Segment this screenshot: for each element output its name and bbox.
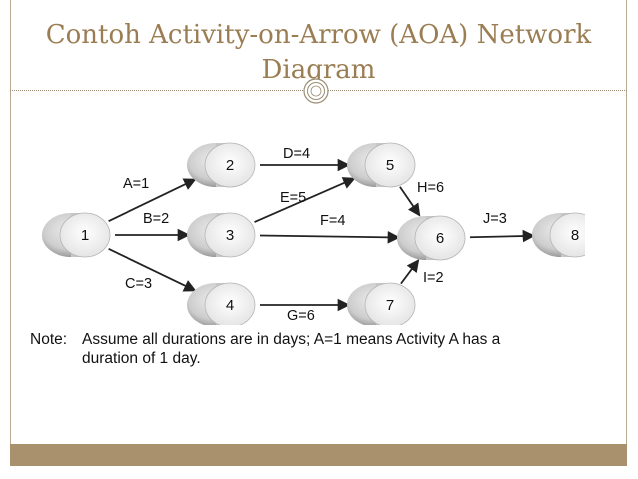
activity-label-d: D=4 bbox=[283, 146, 310, 162]
note-line-1: Assume all durations are in days; A=1 me… bbox=[82, 331, 501, 348]
note-label: Note: bbox=[30, 331, 68, 348]
activity-arrow-1-2 bbox=[108, 178, 197, 222]
node-3: 3 bbox=[187, 212, 256, 258]
node-2: 2 bbox=[187, 142, 256, 188]
activity-arrow-7-6 bbox=[400, 259, 420, 285]
node-7: 7 bbox=[347, 282, 416, 325]
node-label-8: 8 bbox=[571, 227, 579, 244]
footer-bar bbox=[10, 444, 627, 466]
node-4: 4 bbox=[187, 282, 256, 325]
activity-arrow-3-5 bbox=[254, 177, 356, 223]
node-label-3: 3 bbox=[226, 227, 234, 244]
aoa-network-diagram: 1 2 3 4 5 6 7 8 A=1B=2C=3 D=4E=5F=4G=6 H=6I=2 J=3 bbox=[42, 142, 585, 325]
node-label-7: 7 bbox=[386, 297, 394, 314]
activity-arrow-3-6 bbox=[259, 231, 401, 244]
activity-arrow-5-6 bbox=[399, 186, 421, 217]
slide-frame bbox=[10, 0, 627, 466]
activity-arrow-1-4 bbox=[108, 248, 197, 292]
node-8: 8 bbox=[532, 212, 585, 258]
activity-label-b: B=2 bbox=[143, 211, 169, 227]
node-label-2: 2 bbox=[226, 157, 234, 174]
node-label-4: 4 bbox=[226, 297, 234, 314]
node-label-1: 1 bbox=[81, 227, 89, 244]
node-1: 1 bbox=[42, 212, 111, 258]
activity-label-f: F=4 bbox=[320, 213, 345, 229]
node-label-6: 6 bbox=[436, 230, 444, 247]
activity-label-e: E=5 bbox=[280, 190, 306, 206]
note-line-2: duration of 1 day. bbox=[82, 350, 201, 367]
ornament-icon bbox=[303, 78, 329, 104]
node-5: 5 bbox=[347, 142, 416, 188]
activity-label-g: G=6 bbox=[287, 308, 315, 324]
activity-label-i: I=2 bbox=[423, 270, 444, 286]
activity-label-j: J=3 bbox=[483, 211, 507, 227]
node-label-5: 5 bbox=[386, 157, 394, 174]
activity-label-h: H=6 bbox=[417, 180, 444, 196]
node-6: 6 bbox=[397, 215, 466, 261]
activity-label-c: C=3 bbox=[125, 276, 152, 292]
activity-arrow-6-8 bbox=[469, 229, 536, 243]
activity-label-a: A=1 bbox=[123, 176, 149, 192]
